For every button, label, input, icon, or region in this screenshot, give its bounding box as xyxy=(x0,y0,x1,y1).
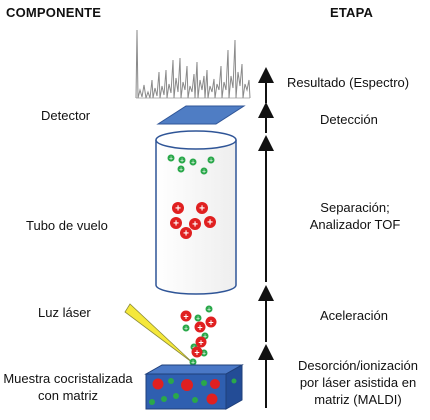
svg-text:+: + xyxy=(196,316,200,323)
svg-text:+: + xyxy=(169,156,173,163)
green-ions-tube: + + + + + + xyxy=(167,154,215,176)
svg-text:+: + xyxy=(207,218,213,229)
svg-text:+: + xyxy=(199,204,205,215)
svg-text:+: + xyxy=(203,334,207,341)
svg-text:+: + xyxy=(209,158,213,165)
matrix-block xyxy=(144,364,244,410)
acceleration-stage-label: Aceleración xyxy=(320,308,388,323)
flight-tube-label: Tubo de vuelo xyxy=(26,218,108,233)
red-ions-tube: + + + + + + xyxy=(170,202,216,240)
laser-label: Luz láser xyxy=(38,305,91,320)
svg-text:+: + xyxy=(175,204,181,215)
svg-text:+: + xyxy=(191,160,195,167)
stage-column-header: ETAPA xyxy=(330,5,374,20)
svg-text:+: + xyxy=(183,312,188,322)
svg-text:+: + xyxy=(180,158,184,165)
detector-label: Detector xyxy=(41,108,91,123)
spectrum xyxy=(135,29,251,99)
svg-text:+: + xyxy=(208,318,213,328)
flight-tube xyxy=(155,130,237,295)
desorption-stage-line3: matriz (MALDI) xyxy=(314,392,402,407)
svg-text:+: + xyxy=(202,351,206,358)
component-column-header: COMPONENTE xyxy=(6,5,102,20)
detection-stage-label: Detección xyxy=(320,112,378,127)
svg-text:+: + xyxy=(197,323,202,333)
desorption-stage-line1: Desorción/ionización xyxy=(298,358,418,373)
sample-label-line2: con matriz xyxy=(38,388,98,403)
separation-stage-label: Separación; Analizador TOF xyxy=(300,199,410,233)
sample-label: Muestra cocristalizada con matriz xyxy=(0,370,136,404)
laser-beam xyxy=(124,303,194,364)
svg-text:+: + xyxy=(202,169,206,176)
svg-text:+: + xyxy=(194,348,199,358)
svg-text:+: + xyxy=(179,167,183,174)
result-stage-label: Resultado (Espectro) xyxy=(287,75,410,90)
separation-stage-line1: Separación; xyxy=(320,200,390,215)
desorption-stage-label: Desorción/ionización por láser asistida … xyxy=(287,357,429,408)
svg-text:+: + xyxy=(191,360,195,367)
svg-text:+: + xyxy=(184,326,188,333)
svg-text:+: + xyxy=(173,219,179,230)
desorption-stage-line2: por láser asistida en xyxy=(299,375,417,390)
svg-text:+: + xyxy=(207,307,211,314)
sample-label-line1: Muestra cocristalizada xyxy=(3,371,133,386)
svg-text:+: + xyxy=(192,220,198,231)
svg-text:+: + xyxy=(183,229,189,240)
detector-plate xyxy=(156,105,246,125)
red-ions-acceleration: + + + + + xyxy=(180,310,217,358)
svg-text:+: + xyxy=(198,338,203,348)
separation-stage-line2: Analizador TOF xyxy=(309,217,401,232)
